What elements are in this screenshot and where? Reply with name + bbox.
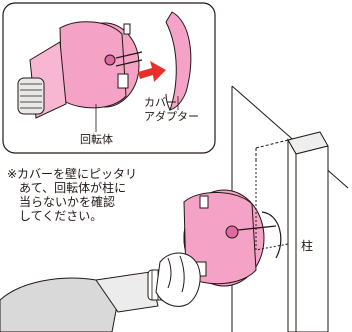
cover-adapter-label: カバー アダプター bbox=[144, 96, 199, 123]
pillar bbox=[255, 131, 329, 332]
leader-lines bbox=[95, 96, 179, 132]
installation-note: ※カバーを壁にピッタリ あて、回転体が柱に 当らないかを確認 してください。 bbox=[7, 167, 138, 223]
rotor-part-inset bbox=[17, 21, 143, 119]
rotor-part-mounted bbox=[183, 189, 282, 287]
pillar-hidden-edge bbox=[255, 160, 289, 251]
insert-arrow bbox=[138, 61, 166, 82]
pillar-label: 柱 bbox=[301, 239, 314, 253]
hand bbox=[155, 252, 201, 307]
rotor-label: 回転体 bbox=[80, 133, 113, 146]
